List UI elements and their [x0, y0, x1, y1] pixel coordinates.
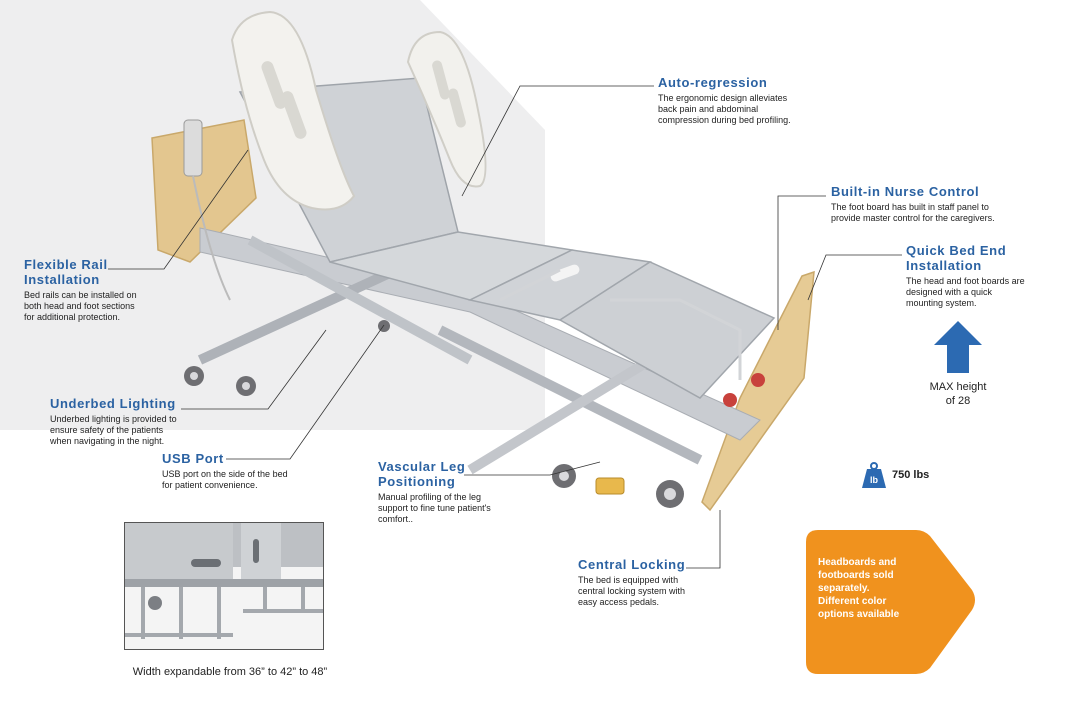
feature-auto-regression: Auto-regression The ergonomic design all…	[658, 75, 838, 126]
feature-title: Vascular Leg Positioning	[378, 459, 466, 489]
arrow-up-icon	[934, 321, 982, 373]
feature-description: Underbed lighting is provided to ensure …	[50, 414, 177, 446]
notice-badge-text: Headboards and footboards sold separatel…	[818, 557, 900, 620]
leg-section	[558, 261, 776, 399]
inset-illustration	[125, 523, 323, 649]
feature-title: USB Port	[162, 451, 224, 466]
width-inset-photo	[124, 522, 324, 650]
bed-illustration	[151, 10, 815, 512]
feature-underbed-lighting: Underbed Lighting Underbed lighting is p…	[50, 396, 220, 447]
feature-central-locking: Central Locking The bed is equipped with…	[578, 557, 738, 608]
feature-description: The head and foot boards are designed wi…	[906, 276, 1025, 308]
notice-badge	[806, 530, 975, 674]
hand-pendant	[183, 119, 203, 177]
weight-capacity: lb 750 lbs	[862, 462, 929, 488]
feature-title: Flexible Rail Installation	[24, 257, 108, 287]
weight-icon: lb	[862, 462, 886, 488]
feature-title: Central Locking	[578, 557, 686, 572]
feature-description: The bed is equipped with central locking…	[578, 575, 686, 607]
feature-description: The ergonomic design alleviates back pai…	[658, 93, 791, 125]
feature-description: USB port on the side of the bed for pati…	[162, 469, 288, 490]
feature-description: Manual profiling of the leg support to f…	[378, 492, 491, 524]
weight-icon-label: lb	[870, 475, 879, 485]
feature-quick-bed-end: Quick Bed End Installation The head and …	[906, 243, 1076, 309]
width-caption: Width expandable from 36” to 42” to 48”	[132, 666, 328, 678]
feature-description: Bed rails can be installed on both head …	[24, 290, 137, 322]
feature-nurse-control: Built-in Nurse Control The foot board ha…	[831, 184, 1061, 224]
feature-title: Underbed Lighting	[50, 396, 176, 411]
feature-description: The foot board has built in staff panel …	[831, 202, 995, 223]
feature-title: Auto-regression	[658, 75, 768, 90]
feature-vascular-leg: Vascular Leg Positioning Manual profilin…	[378, 459, 538, 525]
feature-title: Quick Bed End Installation	[906, 243, 1007, 273]
feature-title: Built-in Nurse Control	[831, 184, 980, 199]
weight-value: 750 lbs	[892, 469, 930, 481]
feature-flexible-rail: Flexible Rail Installation Bed rails can…	[24, 257, 174, 323]
feature-usb-port: USB Port USB port on the side of the bed…	[162, 451, 332, 491]
max-height-label: MAX height of 28	[929, 381, 987, 407]
